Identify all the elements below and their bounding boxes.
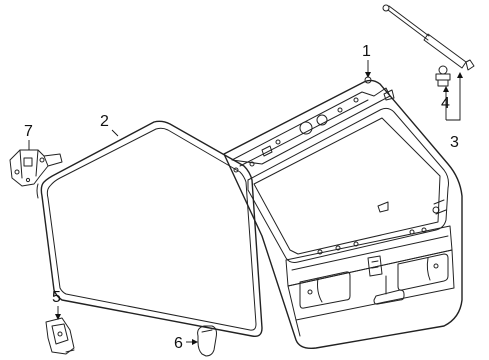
callout-2: 2 xyxy=(100,113,109,130)
arrow-3 xyxy=(457,72,463,78)
leader-2 xyxy=(111,129,119,137)
hinge-bracket xyxy=(9,149,63,187)
weatherstrip-seal xyxy=(36,120,263,338)
callout-1: 1 xyxy=(362,43,371,60)
arrow-1 xyxy=(365,72,371,78)
callout-7: 7 xyxy=(24,123,33,140)
callout-4: 4 xyxy=(441,95,450,112)
leader-3 xyxy=(446,76,461,121)
lift-support-strut xyxy=(382,4,475,71)
arrow-6 xyxy=(192,339,198,345)
callout-6: 6 xyxy=(174,335,183,352)
liftgate xyxy=(223,76,463,350)
callout-5: 5 xyxy=(52,289,61,306)
arrow-4 xyxy=(443,86,449,92)
ball-stud xyxy=(435,65,451,87)
release-handle xyxy=(197,325,217,357)
callout-3: 3 xyxy=(450,134,459,151)
arrow-5 xyxy=(55,314,61,320)
latch xyxy=(45,317,75,355)
